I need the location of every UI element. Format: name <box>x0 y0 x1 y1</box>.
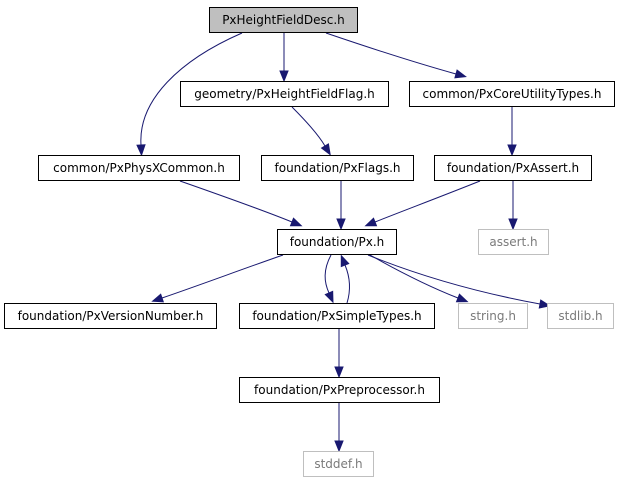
edge-px-to-string <box>369 254 469 303</box>
node-px[interactable]: foundation/Px.h <box>277 229 397 255</box>
edge-assert-to-px <box>364 180 481 227</box>
edge-arrowhead <box>507 144 517 157</box>
edge-arrowhead <box>364 217 378 227</box>
node-pxassert[interactable]: foundation/PxAssert.h <box>434 155 592 181</box>
edge-arrowhead <box>136 144 146 157</box>
node-string-h: string.h <box>458 303 528 329</box>
edge-simple-to-px <box>340 254 350 304</box>
edge-px-to-simple <box>324 254 334 304</box>
edge-arrowhead <box>279 70 289 83</box>
edge-flags-to-px <box>336 181 346 231</box>
node-pxheightfieldflag[interactable]: geometry/PxHeightFieldFlag.h <box>180 81 389 107</box>
edge-arrowhead <box>508 218 518 231</box>
node-pxheightfielddesc: PxHeightFieldDesc.h <box>209 7 358 33</box>
edge-root-to-hff <box>279 33 289 83</box>
node-stddef-h: stddef.h <box>303 451 374 477</box>
edge-arrowhead <box>340 254 350 268</box>
node-stdlib-h: stdlib.h <box>547 303 614 329</box>
edge-px-to-ver <box>151 254 284 303</box>
edge-arrowhead <box>334 366 344 379</box>
node-pxflags[interactable]: foundation/PxFlags.h <box>261 155 414 181</box>
edge-arrowhead <box>334 440 344 453</box>
node-pxphysxcommon[interactable]: common/PxPhysXCommon.h <box>38 155 240 181</box>
edge-assert-to-asserth <box>508 181 518 231</box>
edge-phys-to-px <box>179 180 303 227</box>
node-assert-h: assert.h <box>478 229 549 255</box>
edge-root-to-phys <box>136 32 243 157</box>
edge-root-to-cut <box>325 32 467 79</box>
node-pxpreprocessor[interactable]: foundation/PxPreprocessor.h <box>239 377 440 403</box>
edge-pre-to-stddef <box>334 403 344 453</box>
edge-arrowhead <box>289 217 303 227</box>
edge-arrowhead <box>336 218 346 231</box>
node-pxversionnumber[interactable]: foundation/PxVersionNumber.h <box>4 303 217 329</box>
edge-arrowhead <box>320 143 331 156</box>
node-pxcoreutilitytypes[interactable]: common/PxCoreUtilityTypes.h <box>409 81 615 107</box>
edge-hff-to-flags <box>291 106 331 156</box>
edge-arrowhead <box>455 293 469 303</box>
edge-arrowhead <box>324 290 334 304</box>
edge-simple-to-pre <box>334 329 344 379</box>
node-pxsimpletypes[interactable]: foundation/PxSimpleTypes.h <box>239 303 435 329</box>
edge-arrowhead <box>151 293 165 303</box>
edge-cut-to-assert <box>507 107 517 157</box>
edge-arrowhead <box>454 69 467 79</box>
